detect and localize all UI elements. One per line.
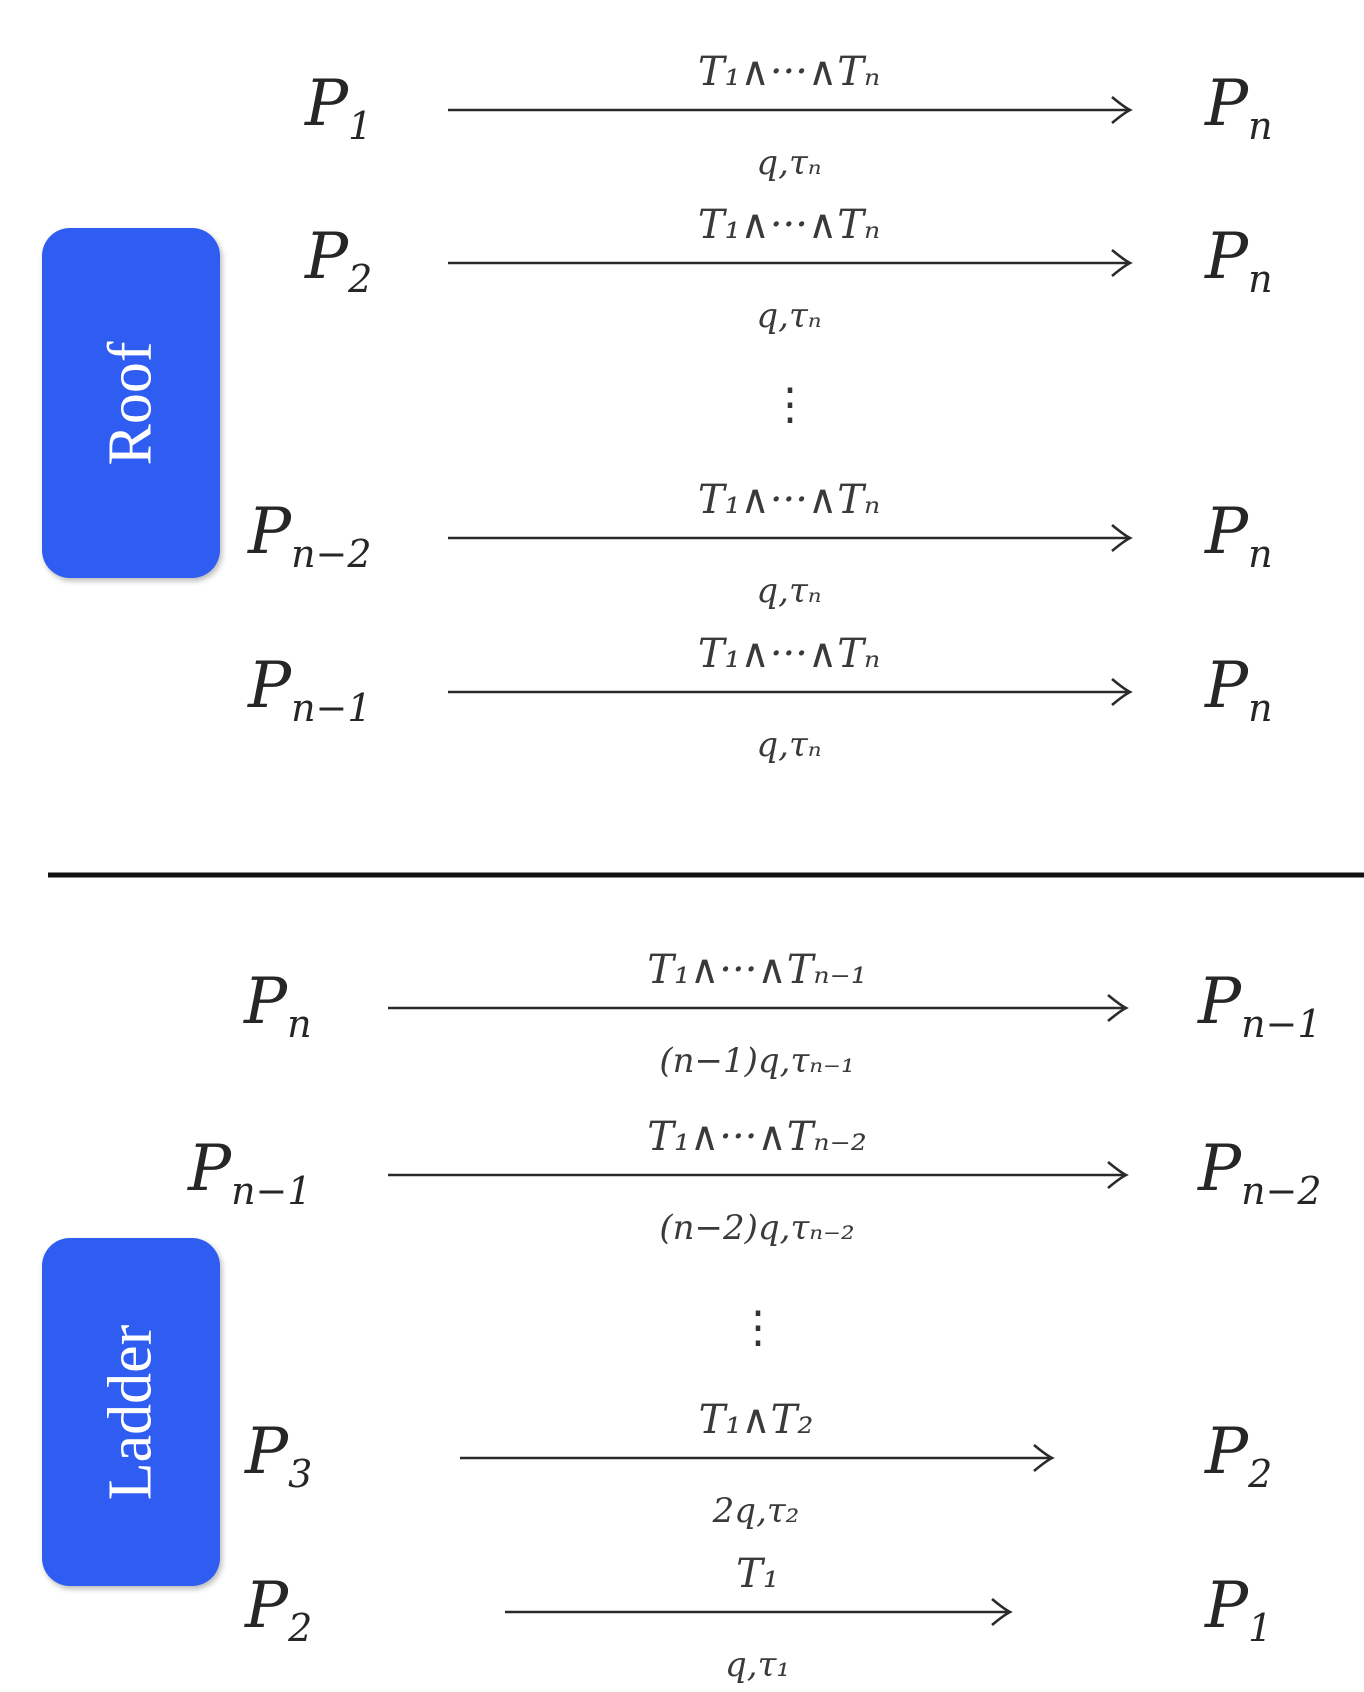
roof-to-node-3: Pn: [1205, 654, 1273, 727]
ladder-from-node-3: P2: [245, 1574, 312, 1647]
ladder-arrow-label-bottom-2: 2q,τ₂: [712, 1491, 800, 1531]
ladder-arrow-label-top-3: T₁: [736, 1551, 779, 1597]
ladder-badge-label: Ladder: [96, 1324, 165, 1500]
roof-arrow-label-top-1: T₁∧···∧Tₙ: [697, 202, 881, 248]
node-symbol: P: [248, 649, 292, 723]
ladder-arrowhead-2: [1033, 1444, 1055, 1472]
node-subscript: n−2: [1241, 1169, 1322, 1213]
roof-from-node-1: P2: [305, 225, 372, 298]
roof-from-node-3: Pn−1: [248, 654, 372, 727]
roof-arrow-label-bottom-1: q,τₙ: [756, 296, 822, 336]
ladder-arrow-label-bottom-1: (n−2)q,τₙ₋₂: [659, 1208, 855, 1248]
roof-from-node-0: P1: [305, 72, 372, 145]
node-symbol: P: [248, 495, 292, 569]
roof-arrow-label-top-0: T₁∧···∧Tₙ: [697, 49, 881, 95]
ladder-arrowhead-0: [1107, 994, 1129, 1022]
node-symbol: P: [1198, 965, 1242, 1039]
ladder-arrow-label-top-0: T₁∧···∧Tₙ₋₁: [647, 947, 867, 993]
roof-badge-label: Roof: [96, 341, 165, 465]
roof-arrowhead-2: [1111, 524, 1133, 552]
roof-arrow-label-bottom-3: q,τₙ: [756, 725, 822, 765]
node-subscript: n−1: [1241, 1002, 1322, 1046]
node-subscript: 3: [288, 1452, 313, 1496]
ladder-from-node-0: Pn: [244, 970, 312, 1043]
ladder-arrow-label-top-1: T₁∧···∧Tₙ₋₂: [647, 1114, 867, 1160]
node-subscript: n: [1248, 686, 1273, 730]
ladder-to-node-2: P2: [1205, 1420, 1272, 1493]
ladder-arrowhead-3: [991, 1598, 1013, 1626]
roof-to-node-0: Pn: [1205, 72, 1273, 145]
roof-vertical-ellipsis: ⋮: [768, 379, 812, 430]
node-subscript: 2: [288, 1606, 313, 1650]
node-symbol: P: [1205, 649, 1249, 723]
roof-arrowhead-1: [1111, 249, 1133, 277]
ladder-vertical-ellipsis: ⋮: [736, 1302, 780, 1353]
node-subscript: 2: [1248, 1452, 1273, 1496]
roof-badge: Roof: [42, 228, 220, 578]
node-symbol: P: [1205, 220, 1249, 294]
node-subscript: n: [1248, 257, 1273, 301]
ladder-to-node-0: Pn−1: [1198, 970, 1322, 1043]
node-symbol: P: [1205, 495, 1249, 569]
node-symbol: P: [244, 965, 288, 1039]
roof-arrowhead-3: [1111, 678, 1133, 706]
node-symbol: P: [1205, 1415, 1249, 1489]
node-symbol: P: [245, 1569, 289, 1643]
node-subscript: 2: [348, 257, 373, 301]
roof-from-node-2: Pn−2: [248, 500, 372, 573]
node-symbol: P: [245, 1415, 289, 1489]
node-symbol: P: [305, 67, 349, 141]
node-symbol: P: [1205, 1569, 1249, 1643]
ladder-arrow-label-bottom-0: (n−1)q,τₙ₋₁: [659, 1041, 855, 1081]
ladder-arrow-label-top-2: T₁∧T₂: [698, 1397, 814, 1443]
node-subscript: n: [287, 1002, 312, 1046]
roof-arrow-label-top-2: T₁∧···∧Tₙ: [697, 477, 881, 523]
ladder-arrow-label-bottom-3: q,τ₁: [724, 1645, 791, 1685]
node-subscript: n: [1248, 104, 1273, 148]
roof-arrow-label-bottom-2: q,τₙ: [756, 571, 822, 611]
node-subscript: 1: [348, 104, 373, 148]
node-symbol: P: [1205, 67, 1249, 141]
node-symbol: P: [188, 1132, 232, 1206]
ladder-from-node-1: Pn−1: [188, 1137, 312, 1210]
node-subscript: n−2: [291, 532, 372, 576]
roof-to-node-1: Pn: [1205, 225, 1273, 298]
roof-arrow-label-bottom-0: q,τₙ: [756, 143, 822, 183]
node-subscript: 1: [1248, 1606, 1273, 1650]
node-subscript: n−1: [231, 1169, 312, 1213]
node-symbol: P: [305, 220, 349, 294]
node-symbol: P: [1198, 1132, 1242, 1206]
ladder-to-node-3: P1: [1205, 1574, 1272, 1647]
node-subscript: n: [1248, 532, 1273, 576]
ladder-to-node-1: Pn−2: [1198, 1137, 1322, 1210]
roof-arrow-label-top-3: T₁∧···∧Tₙ: [697, 631, 881, 677]
roof-to-node-2: Pn: [1205, 500, 1273, 573]
node-subscript: n−1: [291, 686, 372, 730]
ladder-badge: Ladder: [42, 1238, 220, 1586]
ladder-arrowhead-1: [1107, 1161, 1129, 1189]
roof-arrowhead-0: [1111, 96, 1133, 124]
ladder-from-node-2: P3: [245, 1420, 312, 1493]
